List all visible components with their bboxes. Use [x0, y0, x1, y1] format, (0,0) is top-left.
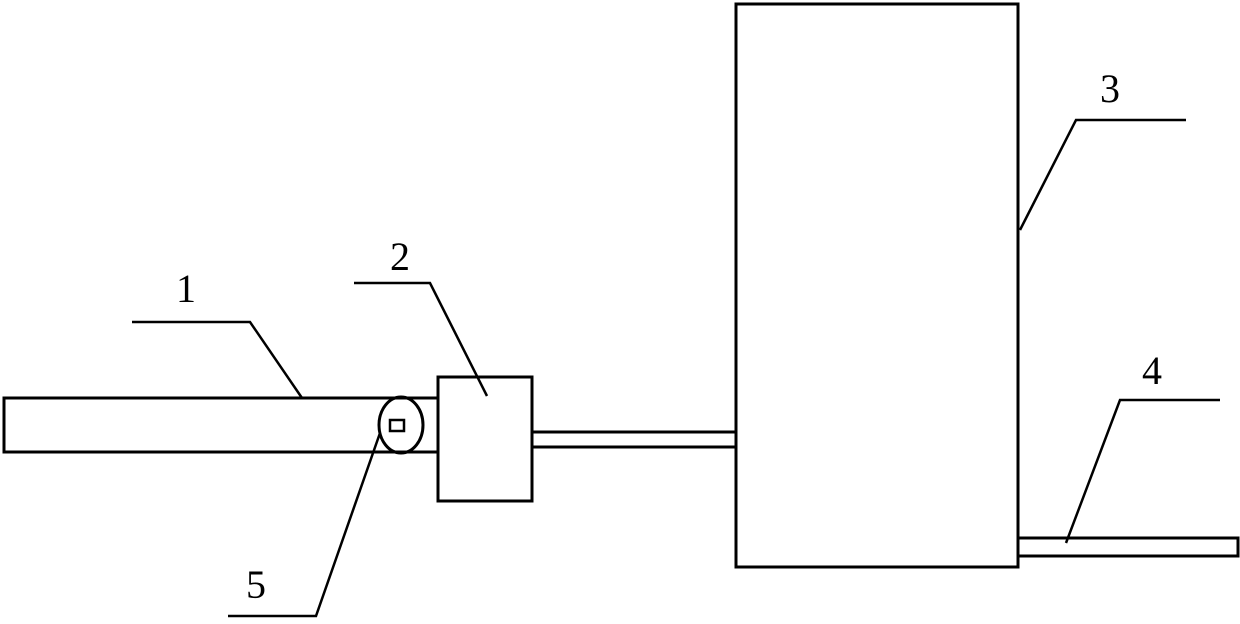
- leader-line-3: [1018, 118, 1186, 231]
- label-part-5: 5: [246, 562, 266, 607]
- connecting-rod: [530, 430, 738, 449]
- leader-line-2: [354, 281, 489, 397]
- leader-line-4: [1064, 398, 1220, 544]
- leader-line-5: [228, 432, 382, 618]
- part-5-inner-mark: [388, 418, 406, 433]
- part-1-pipe: [2, 396, 442, 454]
- label-part-3: 3: [1100, 66, 1120, 111]
- part-2-box: [436, 375, 534, 503]
- label-part-4: 4: [1142, 348, 1162, 393]
- leader-line-1: [132, 320, 304, 399]
- part-5-ring: [377, 395, 425, 455]
- label-part-2: 2: [390, 234, 410, 279]
- part-4-rod: [1016, 536, 1240, 558]
- label-part-1: 1: [176, 266, 196, 311]
- part-3-tank: [734, 2, 1020, 569]
